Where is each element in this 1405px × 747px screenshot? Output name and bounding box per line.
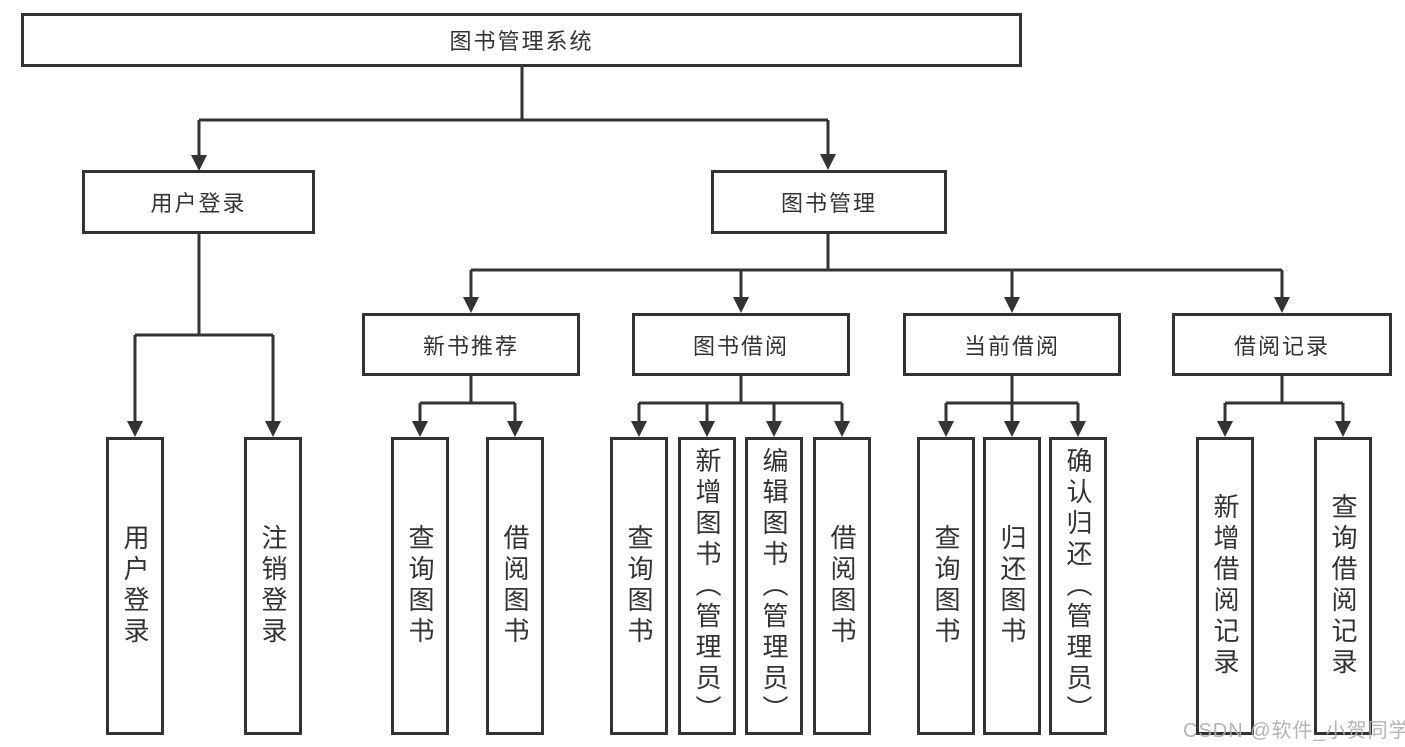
arrowhead-book-management (820, 154, 836, 170)
leaf-recommend-query-books: 查询图书 (391, 437, 449, 735)
arrowhead-current-leaf-1 (938, 421, 954, 437)
edge-recommend-to-leaves (418, 376, 517, 423)
node-user-login: 用户登录 (82, 170, 315, 234)
leaf-query-borrow-record: 查询借阅记录 (1314, 437, 1372, 735)
arrowhead-user-login (191, 155, 207, 171)
edge-borrow-to-leaves (637, 376, 844, 423)
arrowhead-record-leaf-2 (1335, 421, 1351, 437)
edge-root-to-level1 (197, 67, 830, 157)
arrowhead-module-2 (733, 297, 749, 313)
leaf-borrow-books: 借阅图书 (813, 437, 871, 735)
leaf-add-borrow-record: 新增借阅记录 (1196, 437, 1254, 735)
arrowhead-current-leaf-3 (1070, 421, 1086, 437)
leaf-borrow-query-books: 查询图书 (610, 437, 668, 735)
node-current-borrow: 当前借阅 (903, 313, 1121, 376)
leaf-add-book-admin: 新增图书（管理员） (678, 437, 736, 735)
node-book-borrow: 图书借阅 (632, 313, 850, 376)
arrowhead-recommend-leaf-1 (412, 421, 428, 437)
arrowhead-module-3 (1004, 297, 1020, 313)
arrowhead-login-leaf-1 (127, 421, 143, 437)
arrowhead-module-1 (463, 297, 479, 313)
arrowhead-borrow-leaf-4 (834, 421, 850, 437)
watermark: CSDN @软件_小贺同学 (1183, 720, 1405, 742)
edge-record-to-leaves (1223, 376, 1345, 423)
leaf-confirm-return-admin: 确认归还（管理员） (1049, 437, 1107, 735)
node-root-system: 图书管理系统 (21, 13, 1022, 67)
edge-mgmt-to-modules (469, 234, 1284, 300)
arrowhead-record-leaf-1 (1217, 421, 1233, 437)
arrowhead-module-4 (1274, 297, 1290, 313)
leaf-logout: 注销登录 (244, 437, 302, 735)
arrowhead-recommend-leaf-2 (507, 421, 523, 437)
leaf-return-books: 归还图书 (983, 437, 1041, 735)
node-book-management: 图书管理 (711, 170, 947, 234)
edge-login-to-leaves (133, 234, 275, 423)
arrowhead-borrow-leaf-1 (631, 421, 647, 437)
leaf-edit-book-admin: 编辑图书（管理员） (745, 437, 803, 735)
arrowhead-login-leaf-2 (265, 421, 281, 437)
edge-current-to-leaves (944, 376, 1080, 423)
leaf-recommend-borrow-books: 借阅图书 (486, 437, 544, 735)
node-new-book-recommend: 新书推荐 (362, 313, 580, 376)
leaf-user-login: 用户登录 (106, 437, 164, 735)
arrowhead-current-leaf-2 (1004, 421, 1020, 437)
leaf-current-query-books: 查询图书 (917, 437, 975, 735)
arrowhead-borrow-leaf-3 (766, 421, 782, 437)
arrowhead-borrow-leaf-2 (699, 421, 715, 437)
node-borrow-record: 借阅记录 (1172, 313, 1392, 376)
